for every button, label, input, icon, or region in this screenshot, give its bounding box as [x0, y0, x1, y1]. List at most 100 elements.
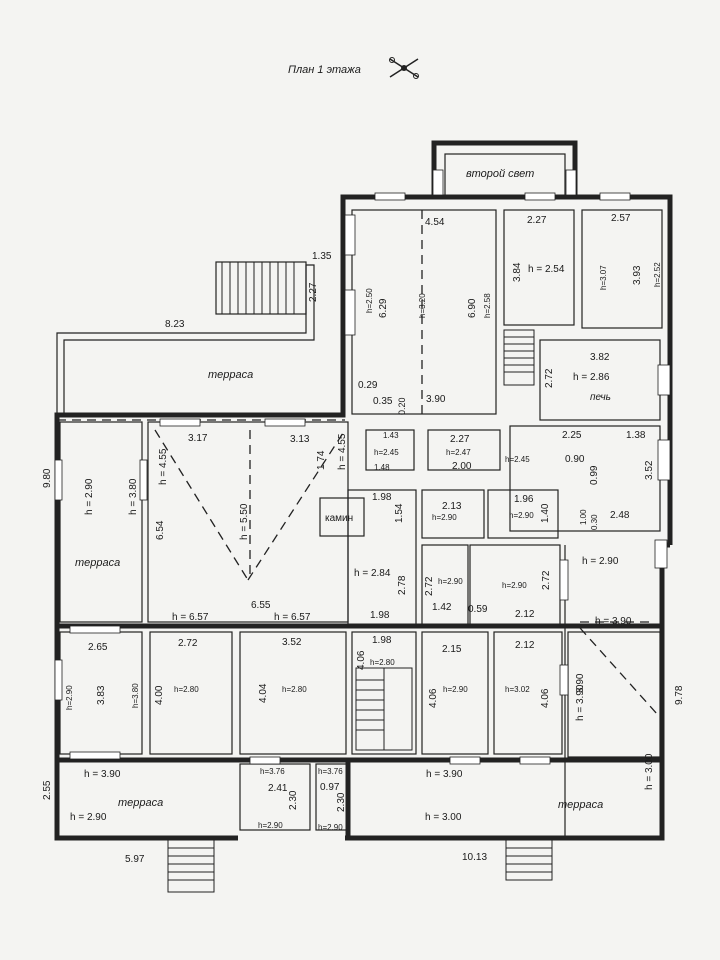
dim-label: 6.29	[378, 298, 389, 318]
dim-label: h=2.90	[432, 513, 457, 522]
plan-title: План 1 этажа	[288, 64, 361, 76]
dim-label: 0.99	[589, 465, 600, 485]
dim-label: 0.29	[358, 380, 378, 391]
room-terrace-top: терраса	[208, 369, 253, 381]
dim-label: h = 5.50	[239, 503, 250, 540]
dim-label: 2.12	[515, 640, 535, 651]
dim-label: 1.98	[370, 610, 390, 621]
dim-label: h = 6.57	[274, 612, 311, 623]
dim-label: 6.90	[467, 298, 478, 318]
dim-label: h = 3.80	[128, 478, 139, 515]
dim-label: h=2.90	[502, 581, 527, 590]
dim-label: 1.98	[372, 635, 392, 646]
dim-label: h = 3.00	[425, 812, 462, 823]
dim-label: 1.48	[374, 463, 390, 472]
dim-label: 1.00	[579, 509, 588, 525]
dim-label: h = 2.86	[573, 372, 610, 383]
interior-walls	[57, 209, 663, 838]
dim-label: h=2.90	[443, 685, 468, 694]
dim-label: 2.72	[178, 638, 198, 649]
room-second-light: второй свет	[466, 168, 534, 180]
room-stove: печь	[590, 392, 611, 403]
dim-label: 5.97	[125, 854, 145, 865]
dim-label: 2.65	[88, 642, 108, 653]
dim-label: 1.38	[626, 430, 646, 441]
dim-label: 2.72	[541, 570, 552, 590]
dim-label: 1.98	[372, 492, 392, 503]
dim-label: h = 3.90	[595, 616, 632, 627]
dim-label: 6.54	[155, 520, 166, 540]
dim-label: 1.42	[432, 602, 452, 613]
windows	[54, 169, 671, 765]
dim-label: 9.80	[42, 468, 53, 488]
dim-label: h=3.76	[318, 767, 343, 776]
room-terrace-bottom-left: терраса	[118, 797, 163, 809]
north-arrow-icon	[389, 57, 419, 79]
dim-label: 0.59	[468, 604, 488, 615]
dim-label: h=2.52	[653, 262, 662, 287]
dim-label: 4.06	[428, 688, 439, 708]
dim-label: h=2.80	[370, 658, 395, 667]
dim-label: h=2.50	[365, 288, 374, 313]
dim-label: 4.06	[540, 688, 551, 708]
dim-label: 2.72	[424, 576, 435, 596]
dim-label: h=3.07	[599, 265, 608, 290]
dim-label: h=2.45	[374, 448, 399, 457]
dim-label: h=3.76	[260, 767, 285, 776]
dim-label: 2.27	[527, 215, 547, 226]
dim-label: 2.72	[544, 368, 555, 388]
dim-label: 3.52	[644, 460, 655, 480]
terrace-stairs-top	[221, 262, 295, 314]
dim-label: 8.23	[165, 319, 185, 330]
dim-label: h = 2.90	[582, 556, 619, 567]
dim-label: 2.27	[308, 282, 319, 302]
dim-label: h = 3.90	[426, 769, 463, 780]
dim-label: h = 2.90	[70, 812, 107, 823]
dim-label: h=2.90	[438, 577, 463, 586]
dim-label: 2.12	[515, 609, 535, 620]
dim-label: 4.04	[258, 683, 269, 703]
dim-label: 3.82	[590, 352, 610, 363]
dim-label: h = 2.84	[354, 568, 391, 579]
dim-label: h=2.90	[509, 511, 534, 520]
dim-label: h=2.90	[65, 685, 74, 710]
dim-label: h=3.02	[505, 685, 530, 694]
dim-label: 1.74	[316, 450, 327, 470]
dim-label: 2.00	[452, 461, 472, 472]
dim-label: 3.90	[575, 673, 586, 693]
dim-label: h=2.80	[282, 685, 307, 694]
dim-label: h=2.80	[174, 685, 199, 694]
dim-label: 1.35	[312, 251, 332, 262]
dim-label: 2.25	[562, 430, 582, 441]
fireplace	[319, 497, 365, 537]
dim-label: 2.30	[288, 790, 299, 810]
dim-label: 3.90	[426, 394, 446, 405]
dim-label: 4.00	[154, 685, 165, 705]
dim-label: h=2.45	[505, 455, 530, 464]
interior-stairs	[355, 329, 535, 751]
dim-label: h = 3.90	[84, 769, 121, 780]
dim-label: h=3.20	[418, 293, 427, 318]
dim-label: h = 2.90	[84, 478, 95, 515]
dim-label: 0.97	[320, 782, 340, 793]
dim-label: 1.40	[540, 503, 551, 523]
dim-label: 9.78	[674, 685, 685, 705]
dim-label: 2.13	[442, 501, 462, 512]
room-terrace-bottom-right: терраса	[558, 799, 603, 811]
dim-label: h = 4.55	[337, 433, 348, 470]
dim-label: 0.30	[590, 514, 599, 530]
dim-label: 1.54	[394, 503, 405, 523]
dim-label: 6.55	[251, 600, 271, 611]
dim-label: 2.15	[442, 644, 462, 655]
dim-label: 2.57	[611, 213, 631, 224]
dim-label: h = 6.57	[172, 612, 209, 623]
dim-label: h=3.80	[131, 683, 140, 708]
dim-label: 2.41	[268, 783, 288, 794]
room-terrace-left: терраса	[75, 557, 120, 569]
dim-label: h=2.58	[483, 293, 492, 318]
dim-label: 2.48	[610, 510, 630, 521]
dim-label: h=2.47	[446, 448, 471, 457]
dimension-labels: 1.35 2.27 8.23 9.80 4.54 2.27 2.57 3.84 …	[42, 213, 685, 865]
dim-label: 10.13	[462, 852, 487, 863]
